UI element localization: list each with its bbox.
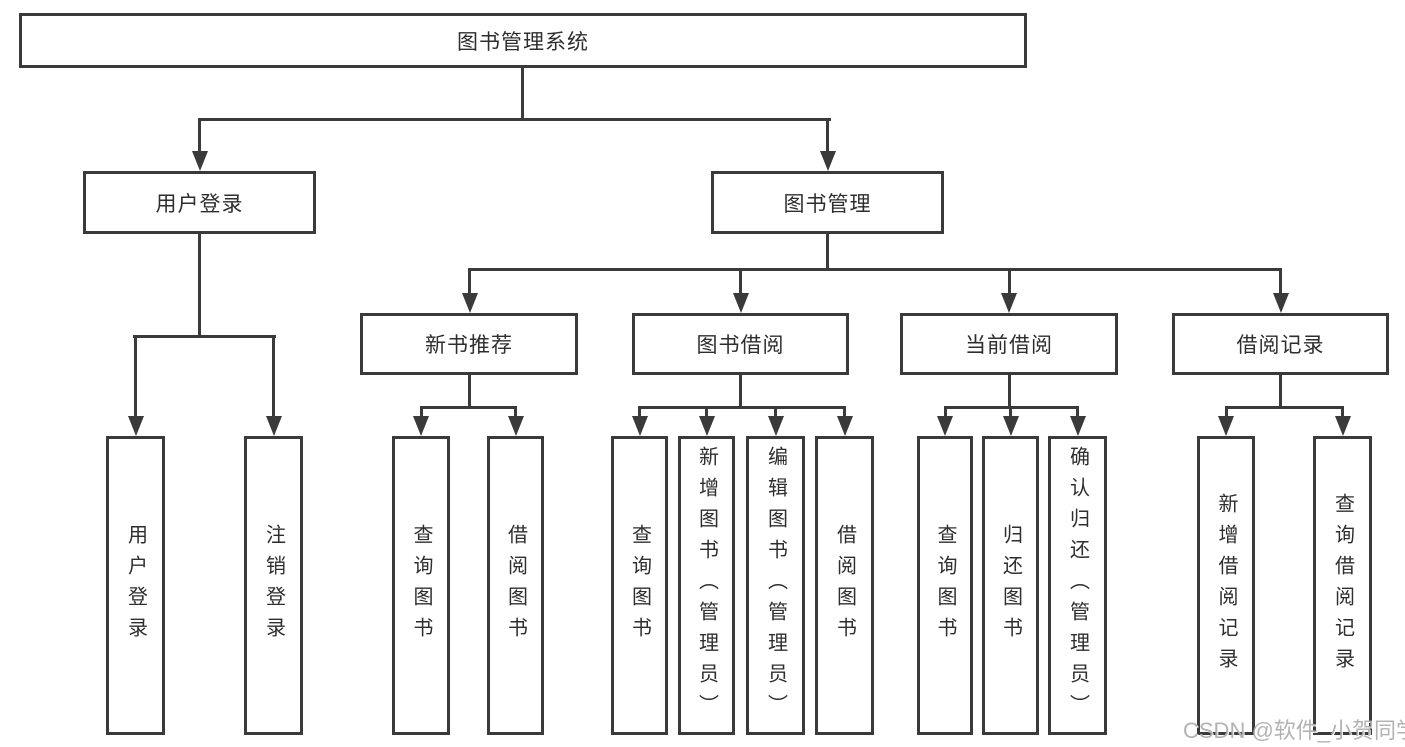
connector-bb-branch xyxy=(638,406,846,409)
connector-bb-edit-drop xyxy=(774,406,777,420)
node-borrowing-records: 借阅记录 xyxy=(1172,313,1389,375)
leaf-br-query-record: 查询借阅记录 xyxy=(1313,436,1372,735)
connector-level2-branch xyxy=(198,118,831,121)
connector-cb-confirm-drop xyxy=(1076,406,1079,420)
leaf-nb-query-books: 查询图书 xyxy=(392,436,450,735)
leaf-cb-query-books: 查询图书 xyxy=(917,436,973,735)
leaf-bb-borrow-books-label: 借阅图书 xyxy=(833,523,856,648)
node-current-borrowing-label: 当前借阅 xyxy=(965,334,1053,357)
leaf-logout-label: 注销登录 xyxy=(262,523,285,648)
node-user-login-label: 用户登录 xyxy=(155,192,244,216)
connector-nb-stem xyxy=(468,373,471,408)
leaf-cb-return-books: 归还图书 xyxy=(982,436,1039,735)
node-book-management: 图书管理 xyxy=(711,171,944,234)
connector-bb-stem xyxy=(739,373,742,408)
arrowhead-bb-edit xyxy=(768,416,784,436)
connector-new-book-drop xyxy=(468,268,471,296)
arrowhead-bb-borrow xyxy=(837,416,853,436)
connector-bb-add-drop xyxy=(705,406,708,420)
connector-book-mgmt-drop xyxy=(826,118,829,156)
arrowhead-br-query xyxy=(1335,416,1351,436)
connector-br-add-drop xyxy=(1225,406,1228,420)
arrowhead-leaf-logout xyxy=(266,416,282,436)
leaf-bb-query-books: 查询图书 xyxy=(611,436,668,735)
leaf-cb-query-books-label: 查询图书 xyxy=(934,523,956,648)
connector-root-stem xyxy=(521,66,524,121)
node-current-borrowing: 当前借阅 xyxy=(900,313,1118,375)
connector-cb-return-drop xyxy=(1009,406,1012,420)
connector-br-query-drop xyxy=(1341,406,1344,420)
leaf-cb-return-books-label: 归还图书 xyxy=(999,523,1022,648)
leaf-nb-query-books-label: 查询图书 xyxy=(410,523,432,648)
leaf-nb-borrow-books: 借阅图书 xyxy=(487,436,544,735)
arrowhead-current-borrow xyxy=(1001,293,1017,313)
node-book-borrowing: 图书借阅 xyxy=(632,313,849,375)
connector-nb-branch xyxy=(420,406,517,409)
leaf-nb-borrow-books-label: 借阅图书 xyxy=(504,523,527,648)
node-new-book-recommend-label: 新书推荐 xyxy=(425,334,513,357)
node-user-login: 用户登录 xyxy=(83,171,316,234)
leaf-bb-add-books: 新增图书（管理员） xyxy=(678,436,735,735)
connector-cb-query-drop xyxy=(944,406,947,420)
arrowhead-nb-query xyxy=(413,416,429,436)
node-borrowing-records-label: 借阅记录 xyxy=(1236,334,1325,357)
arrowhead-user-login xyxy=(192,151,208,171)
connector-user-login-drop xyxy=(198,118,201,156)
connector-book-borrow-drop xyxy=(739,268,742,296)
leaf-user-login: 用户登录 xyxy=(106,436,165,735)
connector-current-borrow-drop xyxy=(1008,268,1011,296)
connector-level3-branch xyxy=(468,268,1282,271)
leaf-bb-edit-books: 编辑图书（管理员） xyxy=(746,436,805,735)
connector-br-branch xyxy=(1225,406,1344,409)
arrowhead-book-borrow xyxy=(733,293,749,313)
arrowhead-br-add xyxy=(1218,416,1234,436)
arrowhead-cb-return xyxy=(1003,416,1019,436)
arrowhead-nb-borrow xyxy=(508,416,524,436)
leaf-bb-add-books-label: 新增图书（管理员） xyxy=(695,446,718,725)
connector-borrow-record-drop xyxy=(1279,268,1282,296)
connector-user-login-branch xyxy=(133,335,276,338)
leaf-cb-confirm-return-label: 确认归还（管理员） xyxy=(1066,446,1089,725)
arrowhead-new-book xyxy=(462,293,478,313)
leaf-bb-borrow-books: 借阅图书 xyxy=(815,436,874,735)
node-book-borrowing-label: 图书借阅 xyxy=(696,334,785,357)
arrowhead-cb-confirm xyxy=(1070,416,1086,436)
connector-nb-query-drop xyxy=(420,406,423,420)
arrowhead-book-mgmt xyxy=(820,151,836,171)
arrowhead-borrow-record xyxy=(1273,293,1289,313)
arrowhead-bb-query xyxy=(632,416,648,436)
connector-leaf-login-drop xyxy=(134,335,137,420)
leaf-cb-confirm-return: 确认归还（管理员） xyxy=(1048,436,1107,735)
leaf-br-add-record: 新增借阅记录 xyxy=(1197,436,1255,735)
leaf-logout: 注销登录 xyxy=(244,436,303,735)
arrowhead-bb-add xyxy=(699,416,715,436)
node-book-management-label: 图书管理 xyxy=(783,192,872,216)
connector-nb-borrow-drop xyxy=(514,406,517,420)
connector-br-stem xyxy=(1279,373,1282,408)
connector-cb-stem xyxy=(1008,373,1011,408)
leaf-bb-query-books-label: 查询图书 xyxy=(628,523,651,648)
node-root-label: 图书管理系统 xyxy=(457,30,589,54)
connector-user-login-stem xyxy=(198,232,201,337)
arrowhead-cb-query xyxy=(937,416,953,436)
connector-bb-borrow-drop xyxy=(843,406,846,420)
leaf-bb-edit-books-label: 编辑图书（管理员） xyxy=(764,446,787,725)
connector-leaf-logout-drop xyxy=(272,335,275,420)
leaf-br-add-record-label: 新增借阅记录 xyxy=(1215,492,1237,679)
connector-bb-query-drop xyxy=(638,406,641,420)
leaf-user-login-label: 用户登录 xyxy=(124,523,147,648)
node-root: 图书管理系统 xyxy=(19,13,1027,68)
watermark: CSDN @软件_小贺同学 xyxy=(1183,718,1405,743)
connector-book-mgmt-stem xyxy=(826,232,829,270)
arrowhead-leaf-login xyxy=(128,416,144,436)
node-new-book-recommend: 新书推荐 xyxy=(360,313,578,375)
leaf-br-query-record-label: 查询借阅记录 xyxy=(1331,492,1354,679)
